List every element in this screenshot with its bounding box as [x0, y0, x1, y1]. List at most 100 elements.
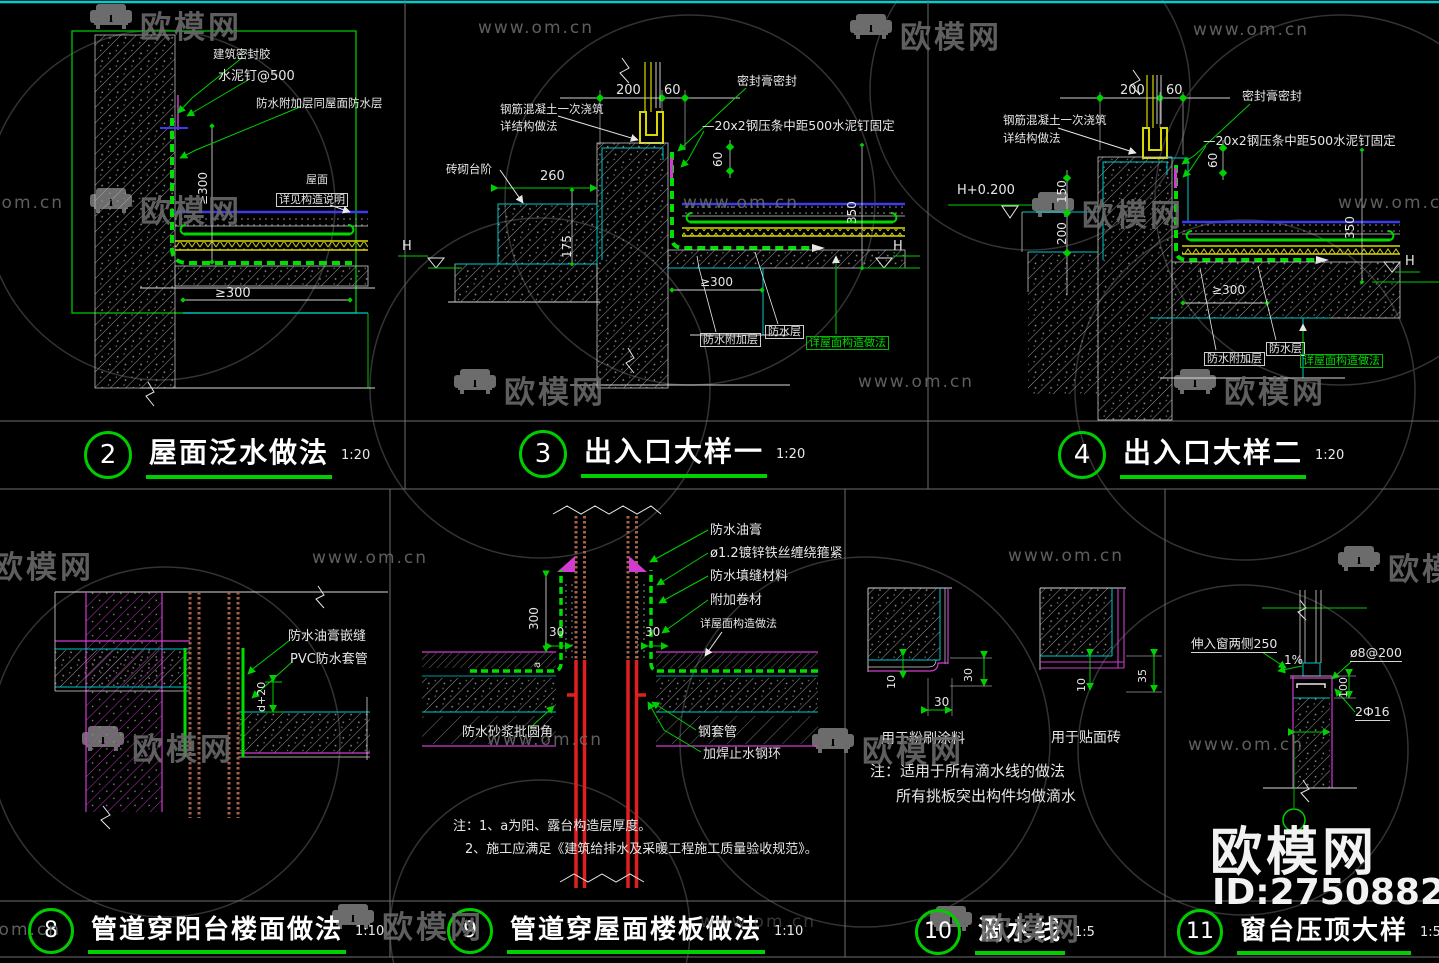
detail-scale: 1:20 — [341, 447, 371, 463]
watermark-url: www.om.cn — [478, 18, 595, 38]
watermark-brand: 欧模网 — [980, 912, 1082, 948]
label-d3-extra: 防水附加层 — [700, 333, 761, 348]
watermark-url: www.om.cn — [1193, 20, 1310, 40]
detail-number-badge: 3 — [519, 430, 567, 478]
detail-number-badge: 9 — [447, 908, 493, 954]
dim-d9-30-right: 30 — [645, 625, 661, 639]
label-d2-roof: 屋面 — [306, 173, 328, 186]
detail-title: 屋面泛水做法 — [146, 431, 333, 479]
label-d9-wire: ø1.2镀锌铁丝缠绕箍紧 — [710, 546, 843, 561]
title-detail-8: 8 管道穿阳台楼面做法 1:10 — [28, 908, 384, 954]
dim-d10-30-vert: 30 — [962, 668, 975, 682]
label-d10-paint: 用于粉刷涂料 — [881, 731, 965, 747]
label-d9-casing: 钢套管 — [698, 725, 738, 740]
title-detail-4: 4 出入口大样二 1:20 — [1058, 431, 1344, 479]
dim-d3-60: 60 — [664, 83, 681, 98]
watermark-brand: 欧模网 — [132, 732, 234, 768]
datum-d3-left: H — [402, 239, 412, 254]
dim-d10-35: 35 — [1136, 669, 1149, 683]
dim-d3-60b: 60 — [711, 151, 725, 167]
label-d11-rebar8: ø8@200 — [1350, 645, 1402, 662]
label-d4-rc-2: 详结构做法 — [1003, 131, 1061, 145]
detail-number-badge: 11 — [1177, 909, 1223, 955]
watermark-brand: 欧模网 — [504, 375, 606, 411]
label-d3-rc-2: 详结构做法 — [500, 119, 558, 133]
watermark-id: ID:2750882 — [1212, 872, 1439, 913]
detail-title: 出入口大样二 — [1120, 431, 1307, 479]
label-d11-embed: 伸入窗两侧250 — [1191, 636, 1278, 653]
label-d3-seal: 密封膏密封 — [737, 74, 798, 88]
label-d9-grease: 防水油膏 — [710, 523, 763, 538]
dim-d8-d20: d+20 — [255, 681, 268, 712]
detail-number-badge: 2 — [84, 431, 132, 479]
watermark-url: www.om.cn — [487, 730, 604, 750]
label-d4-seal: 密封膏密封 — [1242, 89, 1303, 103]
label-d9-filler: 防水填缝材料 — [710, 569, 789, 584]
drawing-10-drip-line — [867, 587, 1162, 716]
drawing-3-entrance-1 — [398, 57, 920, 389]
watermark-brand: 欧模网 — [140, 10, 242, 46]
label-d4-roof-ref: 详屋面构造做法 — [1300, 354, 1383, 369]
label-d9-roll: 附加卷材 — [710, 593, 763, 608]
dim-d4-350: 350 — [1343, 216, 1357, 239]
drawing-8-pipe-balcony — [54, 585, 388, 830]
watermark-url: www.om.cn — [700, 912, 817, 932]
label-d3-roof-ref: 详屋面构造做法 — [806, 336, 889, 351]
detail-scale: 1:5 — [1420, 924, 1439, 940]
watermark-url: www.om.cn — [0, 193, 65, 213]
detail-title: 管道穿屋面楼板做法 — [507, 909, 766, 954]
watermark-brand: 欧模网 — [140, 194, 242, 230]
detail-title: 出入口大样一 — [581, 430, 768, 478]
dim-d4-200b: 200 — [1055, 222, 1069, 245]
label-d9-roof-ref: 详屋面构造做法 — [700, 617, 777, 630]
label-d3-batten: —20x2钢压条中距500水泥钉固定 — [702, 118, 895, 133]
label-d8-sleeve: PVC防水套管 — [290, 652, 368, 667]
dim-d3-260: 260 — [540, 169, 565, 184]
watermark-brand: 欧模网 — [1224, 375, 1326, 411]
detail-scale: 1:20 — [1315, 447, 1345, 463]
title-detail-9: 9 管道穿屋面楼板做法 1:10 — [447, 908, 803, 954]
watermark-brand: 欧模网 — [1388, 552, 1439, 588]
label-d2-nail: 水泥钉@500 — [218, 69, 295, 84]
dim-d4-300: ≥300 — [1212, 283, 1245, 297]
watermark-url: www.om.cn — [1338, 193, 1439, 213]
dim-d4-150: 150 — [1055, 180, 1069, 203]
dim-d10-30-horiz: 30 — [934, 695, 950, 709]
label-d2-sealant: 建筑密封胶 — [213, 47, 271, 61]
drawing-9-pipe-roof — [422, 505, 818, 888]
label-d4-rc-1: 钢筋混凝土一次浇筑 — [1003, 113, 1107, 127]
detail-scale: 1:10 — [355, 923, 385, 939]
note-d9-2: 2、施工应满足《建筑给排水及采暖工程施工质量验收规范》。 — [465, 842, 818, 857]
title-detail-3: 3 出入口大样一 1:20 — [519, 430, 805, 478]
label-d3-rc-1: 钢筋混凝土一次浇筑 — [500, 102, 604, 116]
note-d10-2: 所有挑板突出构件均做滴水 — [896, 787, 1077, 805]
dim-d10-10-left: 10 — [885, 675, 898, 689]
watermark-url: www.om.cn — [683, 193, 800, 213]
dim-d11-100: 100 — [1337, 677, 1350, 698]
label-d2-extra-layer: 防水附加层同屋面防水层 — [256, 96, 383, 110]
dim-d9-a: a — [532, 661, 543, 668]
watermark-url: www.om.cn — [858, 372, 975, 392]
dim-d2-horizontal: ≥300 — [215, 286, 251, 301]
label-d2-see-spec: 详见构造说明 — [276, 193, 348, 208]
dim-d10-10-right: 10 — [1075, 678, 1088, 692]
note-d9-1: 注：1、a为阳、露台构造层厚度。 — [453, 819, 652, 834]
dim-d3-200: 200 — [616, 83, 641, 98]
note-d10-1: 注：适用于所有滴水线的做法 — [870, 762, 1066, 780]
detail-title: 滴水线 — [975, 910, 1066, 955]
detail-number-badge: 10 — [915, 909, 961, 955]
watermark-brand-large: 欧模网 — [1210, 823, 1379, 883]
detail-title: 管道穿阳台楼面做法 — [88, 909, 347, 954]
watermark-url: www.om.cn — [1008, 546, 1125, 566]
label-d4-batten: —20x2钢压条中距500水泥钉固定 — [1203, 133, 1396, 148]
datum-d3-right: H — [893, 239, 903, 254]
watermark-url: www.om.cn — [1188, 735, 1305, 755]
label-d3-step: 砖砌台阶 — [446, 162, 492, 176]
title-detail-10: 10 滴水线 1:5 — [915, 909, 1095, 955]
dim-d4-200: 200 — [1120, 83, 1145, 98]
watermark-brand: 欧模网 — [900, 20, 1002, 56]
detail-scale: 1:5 — [1074, 924, 1095, 940]
